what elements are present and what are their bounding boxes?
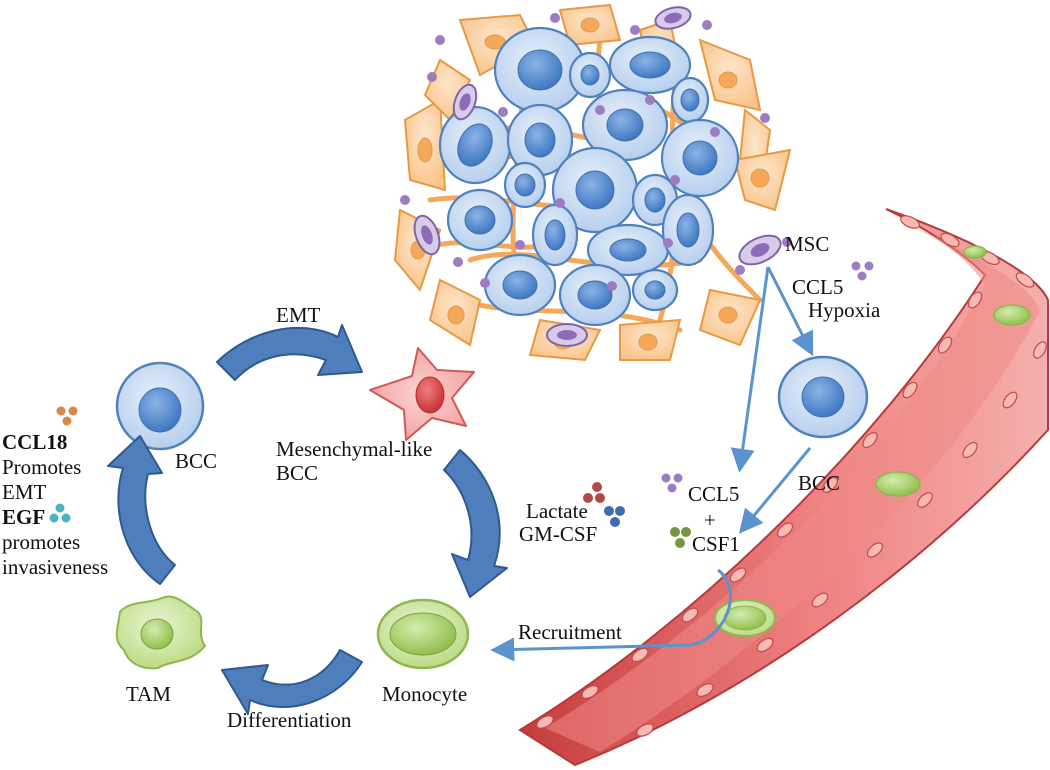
mesenchymal-label-line1: Mesenchymal-like xyxy=(276,437,433,461)
recruitment-label: Recruitment xyxy=(518,620,622,644)
csf1-dots xyxy=(670,527,691,548)
tumor-spheroid-icon xyxy=(393,3,792,362)
lactate-label: Lactate xyxy=(526,499,588,523)
bcc-to-csf1-arrow xyxy=(738,447,812,534)
tam-label: TAM xyxy=(126,682,171,706)
ccl5-mid-label: CCL5 xyxy=(688,482,740,506)
msc-to-bcc-arrow xyxy=(766,266,814,357)
ccl5-dots-scatter xyxy=(400,13,792,291)
msc-label: MSC xyxy=(785,232,830,256)
hypoxia-label: Hypoxia xyxy=(808,298,881,322)
gm-csf-label: GM-CSF xyxy=(519,522,598,546)
mesenchymal-bcc-cell xyxy=(369,347,475,441)
plus-label: + xyxy=(704,508,716,532)
monocyte-cell xyxy=(376,598,470,670)
emt-arrow xyxy=(216,324,363,381)
bcc-cell-right xyxy=(777,355,869,439)
differentiation-arrow xyxy=(221,649,363,715)
csf1-label: CSF1 xyxy=(692,532,740,556)
flow-arrows xyxy=(490,266,814,662)
ccl18-label: CCL18 xyxy=(2,430,68,454)
egf-label: EGF xyxy=(2,505,46,529)
bcc-cell-left xyxy=(115,361,205,451)
ccl5-dots-mid xyxy=(661,473,683,493)
promotes-lower-label: promotes xyxy=(2,530,81,554)
bcc-right-label: BCC xyxy=(798,471,841,495)
differentiation-label: Differentiation xyxy=(227,708,352,732)
gm-csf-dots xyxy=(604,506,625,527)
tam-cell xyxy=(115,595,207,670)
promotes-upper-label: Promotes xyxy=(2,455,82,479)
emt-label: EMT xyxy=(276,303,321,327)
mesenchymal-label-line2: BCC xyxy=(276,461,319,485)
invasiveness-label: invasiveness xyxy=(2,555,109,579)
curved-arrow-icon xyxy=(107,324,508,715)
recruitment-arrow xyxy=(490,568,733,662)
monocyte-label: Monocyte xyxy=(382,682,468,706)
msc-to-ccl5-arrow xyxy=(730,266,770,473)
lactate-dots xyxy=(583,482,605,503)
bcc-left-label: BCC xyxy=(175,449,218,473)
blood-vessel-icon xyxy=(518,208,1049,767)
ccl18-egf-arrow xyxy=(107,435,176,585)
ccl5-top-label: CCL5 xyxy=(792,275,844,299)
ccl5-dots-top xyxy=(851,261,874,281)
tumor-cells xyxy=(438,26,740,327)
msc-cells xyxy=(413,6,782,347)
ccl18-dots xyxy=(56,406,78,426)
egf-dots xyxy=(49,503,71,523)
endothelial-cells xyxy=(536,215,1047,737)
emt-left-label: EMT xyxy=(2,480,47,504)
lactate-gmcsf-arrow xyxy=(443,449,508,598)
